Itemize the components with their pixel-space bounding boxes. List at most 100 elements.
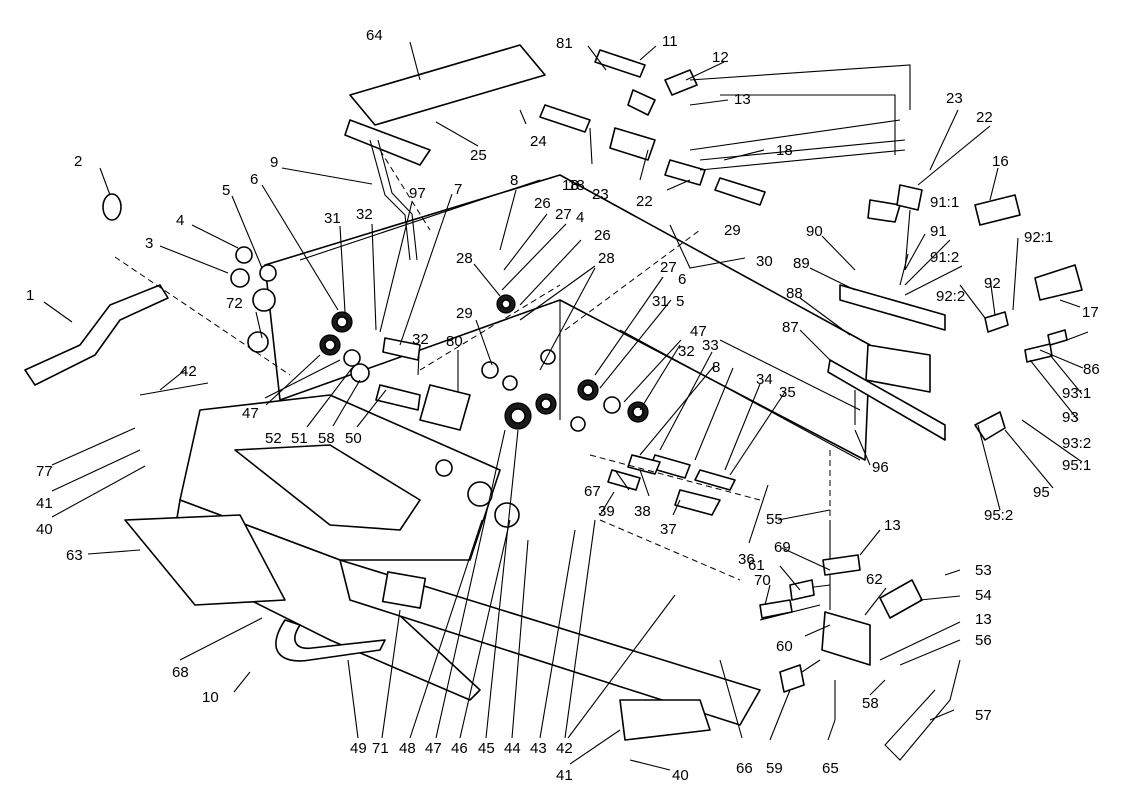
callout-27-b: 27 xyxy=(660,259,677,276)
callout-7: 7 xyxy=(454,181,462,198)
callout-81: 81 xyxy=(556,35,573,52)
callout-4: 4 xyxy=(176,212,184,229)
callout-43: 43 xyxy=(530,740,547,757)
callout-41: 41 xyxy=(36,495,53,512)
callout-4-b: 4 xyxy=(576,209,584,226)
callout-41-b: 41 xyxy=(556,767,573,784)
callout-95-1: 95:1 xyxy=(1062,457,1091,474)
callout-95: 95 xyxy=(1033,484,1050,501)
callout-26-b: 26 xyxy=(594,227,611,244)
callout-31-b: 31 xyxy=(652,293,669,310)
callout-28: 28 xyxy=(456,250,473,267)
callout-42: 42 xyxy=(180,363,197,380)
callout-37: 37 xyxy=(660,521,677,538)
callout-97: 97 xyxy=(409,185,426,202)
callout-62: 62 xyxy=(866,571,883,588)
callout-29-b: 29 xyxy=(456,305,473,322)
tube-57 xyxy=(884,659,961,761)
callout-16: 16 xyxy=(992,153,1009,170)
callout-47: 47 xyxy=(242,405,259,422)
callout-55: 55 xyxy=(766,511,783,528)
callout-61: 61 xyxy=(748,557,765,574)
callout-59: 59 xyxy=(766,760,783,777)
callout-53: 53 xyxy=(975,562,992,579)
callout-13: 13 xyxy=(734,91,751,108)
callout-8-b: 8 xyxy=(712,359,720,376)
mount-bracket-flange xyxy=(344,119,431,166)
callout-54: 54 xyxy=(975,587,992,604)
callout-32-b: 32 xyxy=(412,331,429,348)
callout-45: 45 xyxy=(478,740,495,757)
callout-17: 17 xyxy=(1082,304,1099,321)
callout-28-b: 28 xyxy=(598,250,615,267)
callout-18: 18 xyxy=(562,177,579,194)
callout-64: 64 xyxy=(366,27,383,44)
callout-93: 93 xyxy=(1062,409,1079,426)
callout-90: 90 xyxy=(806,223,823,240)
callout-34: 34 xyxy=(756,371,773,388)
callout-57: 57 xyxy=(975,707,992,724)
callout-8: 8 xyxy=(510,172,518,189)
callout-58: 58 xyxy=(862,695,879,712)
callout-26: 26 xyxy=(534,195,551,212)
callout-69: 69 xyxy=(774,539,791,556)
center-lines xyxy=(114,149,831,581)
callout-9: 9 xyxy=(270,154,278,171)
callout-72: 72 xyxy=(226,295,243,312)
callout-91: 91 xyxy=(930,223,947,240)
hose xyxy=(689,119,906,171)
manifold-bracket xyxy=(827,359,946,441)
callout-25: 25 xyxy=(470,147,487,164)
callout-13-b: 13 xyxy=(884,517,901,534)
valve-block xyxy=(821,611,871,666)
callout-52: 52 xyxy=(265,430,282,447)
callout-3: 3 xyxy=(145,235,153,252)
callout-60: 60 xyxy=(776,638,793,655)
callout-13-c: 13 xyxy=(975,611,992,628)
callout-50: 50 xyxy=(345,430,362,447)
callout-68: 68 xyxy=(172,664,189,681)
callout-32: 32 xyxy=(356,206,373,223)
solenoid xyxy=(879,579,923,619)
manifold-block xyxy=(865,344,931,393)
callout-36: 36 xyxy=(738,551,755,568)
callout-12: 12 xyxy=(712,49,729,66)
callout-56: 56 xyxy=(975,632,992,649)
callout-23: 23 xyxy=(946,90,963,107)
callout-88: 88 xyxy=(786,285,803,302)
handle xyxy=(275,619,386,662)
seals xyxy=(230,246,649,528)
mount-bracket xyxy=(349,44,546,126)
callout-42-b: 42 xyxy=(556,740,573,757)
callout-44: 44 xyxy=(504,740,521,757)
callout-46: 46 xyxy=(451,740,468,757)
callout-40: 40 xyxy=(36,521,53,538)
callout-93-1: 93:1 xyxy=(1062,385,1091,402)
tube xyxy=(369,139,411,261)
callout-49: 49 xyxy=(350,740,367,757)
key xyxy=(102,193,122,221)
callout-66: 66 xyxy=(736,760,753,777)
callout-95-2: 95:2 xyxy=(984,507,1013,524)
callout-6: 6 xyxy=(250,171,258,188)
callout-48: 48 xyxy=(399,740,416,757)
callout-33: 33 xyxy=(702,337,719,354)
callout-18-b: 18 xyxy=(776,142,793,159)
callout-92-1: 92:1 xyxy=(1024,229,1053,246)
callout-24: 24 xyxy=(530,133,547,150)
callout-35: 35 xyxy=(779,384,796,401)
callout-18-c: 18 xyxy=(568,177,585,194)
callout-38: 38 xyxy=(634,503,651,520)
callout-29: 29 xyxy=(724,222,741,239)
callout-63: 63 xyxy=(66,547,83,564)
callout-5: 5 xyxy=(222,182,230,199)
callout-89: 89 xyxy=(793,255,810,272)
callout-31: 31 xyxy=(324,210,341,227)
callout-39: 39 xyxy=(598,503,615,520)
callout-47-b: 47 xyxy=(425,740,442,757)
callout-65: 65 xyxy=(822,760,839,777)
guard-plate xyxy=(124,514,286,606)
callout-70: 70 xyxy=(754,572,771,589)
fittings xyxy=(375,49,1083,516)
callout-67: 67 xyxy=(584,483,601,500)
